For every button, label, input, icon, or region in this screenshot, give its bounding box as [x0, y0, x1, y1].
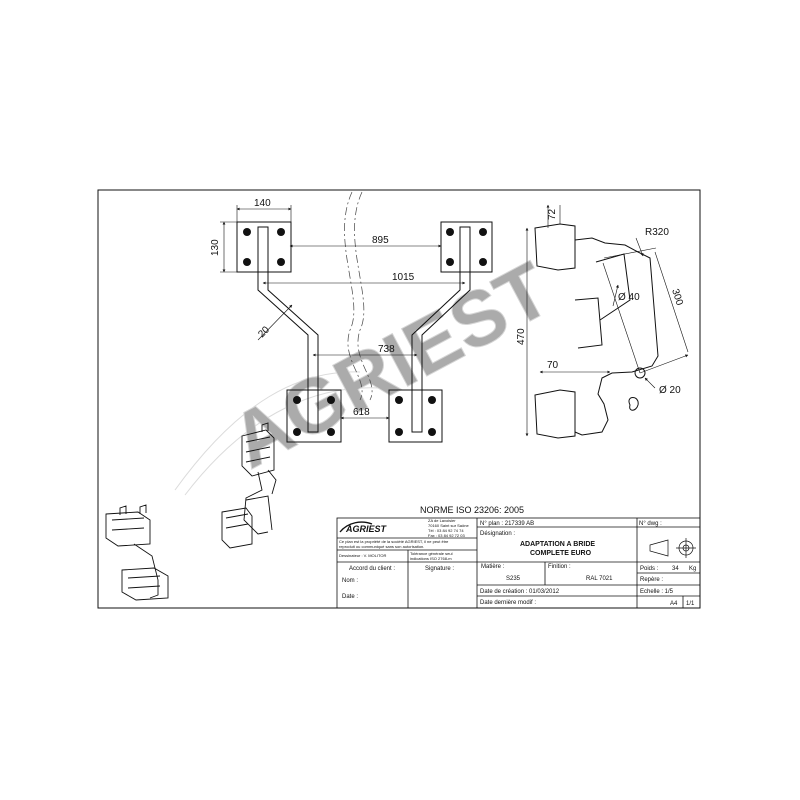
side-bracket-profile — [574, 237, 659, 436]
dim-diagonal: 300 — [669, 288, 685, 308]
side-view-dimensions — [525, 204, 689, 437]
finish-value: RAL 7021 — [586, 576, 613, 582]
scale: Echelle : 1/5 — [640, 589, 674, 595]
company-address-2: 70160 Saint sur Saône — [428, 523, 469, 528]
dim-side-height: 470 — [516, 328, 527, 345]
dim-diameter-small: Ø 20 — [659, 385, 681, 396]
property-note-2: reproduit ou communiqué sans son autoris… — [339, 544, 424, 549]
company-address-4: Fax : 03 84 92 72 03 — [428, 533, 465, 538]
creation-date: Date de création : 01/03/2012 — [480, 589, 560, 595]
dim-width-top: 140 — [254, 198, 271, 209]
paper-format: A4 — [670, 601, 678, 607]
standard-note: NORME ISO 23206: 2005 — [420, 505, 524, 515]
bottom-left-plate — [286, 389, 342, 443]
bottom-right-plate — [388, 389, 443, 443]
dwg-number: N° dwg : — [639, 521, 662, 527]
pivot-hole — [634, 367, 646, 379]
side-bottom-block — [534, 389, 576, 439]
projection-symbol — [649, 538, 696, 558]
weight-value: 34 — [672, 566, 679, 572]
side-top-block — [534, 223, 576, 271]
dim-bottom-span: 618 — [353, 407, 370, 418]
side-view — [534, 223, 659, 439]
tolerance-2: indications ISO 2768-m — [410, 556, 452, 561]
dim-hole-spacing: 70 — [547, 360, 559, 371]
weight-unit: Kg — [689, 566, 696, 572]
material-label: Matière : — [481, 564, 505, 570]
isometric-view-small — [105, 504, 169, 601]
name-label: Nom : — [342, 578, 358, 584]
bolt-holes — [243, 228, 487, 436]
dim-span-inner: 895 — [372, 235, 389, 246]
dim-span-outer: 1015 — [392, 272, 415, 283]
dim-height-left: 130 — [210, 239, 221, 256]
property-note-1: Ce plan est la propriété de la société A… — [339, 539, 449, 544]
agriest-logo: AGRIEST — [345, 524, 388, 534]
company-address-1: ZA de Lavoisier — [428, 518, 456, 523]
company-address-3: Tél : 03 84 92 74 74 — [428, 528, 464, 533]
dim-mid-span: 738 — [378, 344, 395, 355]
plan-number: N° plan : 217339 AB — [480, 521, 534, 527]
last-modified: Date dernière modif : — [480, 600, 536, 606]
dim-thickness: 20 — [256, 324, 272, 340]
tolerance-1: Tolérance générale seul — [410, 551, 453, 556]
weight-label: Poids : — [640, 566, 659, 572]
watermark-text: AGRIEST — [217, 245, 564, 485]
designation-line-1: ADAPTATION A BRIDE — [520, 541, 595, 548]
dim-side-top: 72 — [547, 208, 558, 220]
title-block — [336, 517, 701, 609]
designation-label: Désignation : — [480, 531, 515, 537]
designer: Dessinateur : V. MOLITOR — [339, 553, 386, 558]
front-view-dimensions — [220, 205, 466, 420]
finish-label: Finition : — [548, 564, 571, 570]
date-label: Date : — [342, 594, 358, 600]
agriest-logo-swoosh — [339, 521, 373, 533]
dim-diameter-large: Ø 40 — [618, 292, 640, 303]
dim-radius: R320 — [645, 227, 669, 238]
signature-label: Signature : — [425, 566, 454, 572]
designation-line-2: COMPLETE EURO — [530, 550, 592, 557]
material-value: S235 — [506, 576, 521, 582]
watermark: AGRIEST — [174, 244, 565, 496]
isometric-view-large — [221, 422, 277, 549]
client-label: Accord du client : — [349, 566, 395, 572]
marker-label: Repère : — [640, 577, 663, 583]
front-view — [236, 221, 493, 443]
sheet-number: 1/1 — [686, 601, 695, 607]
